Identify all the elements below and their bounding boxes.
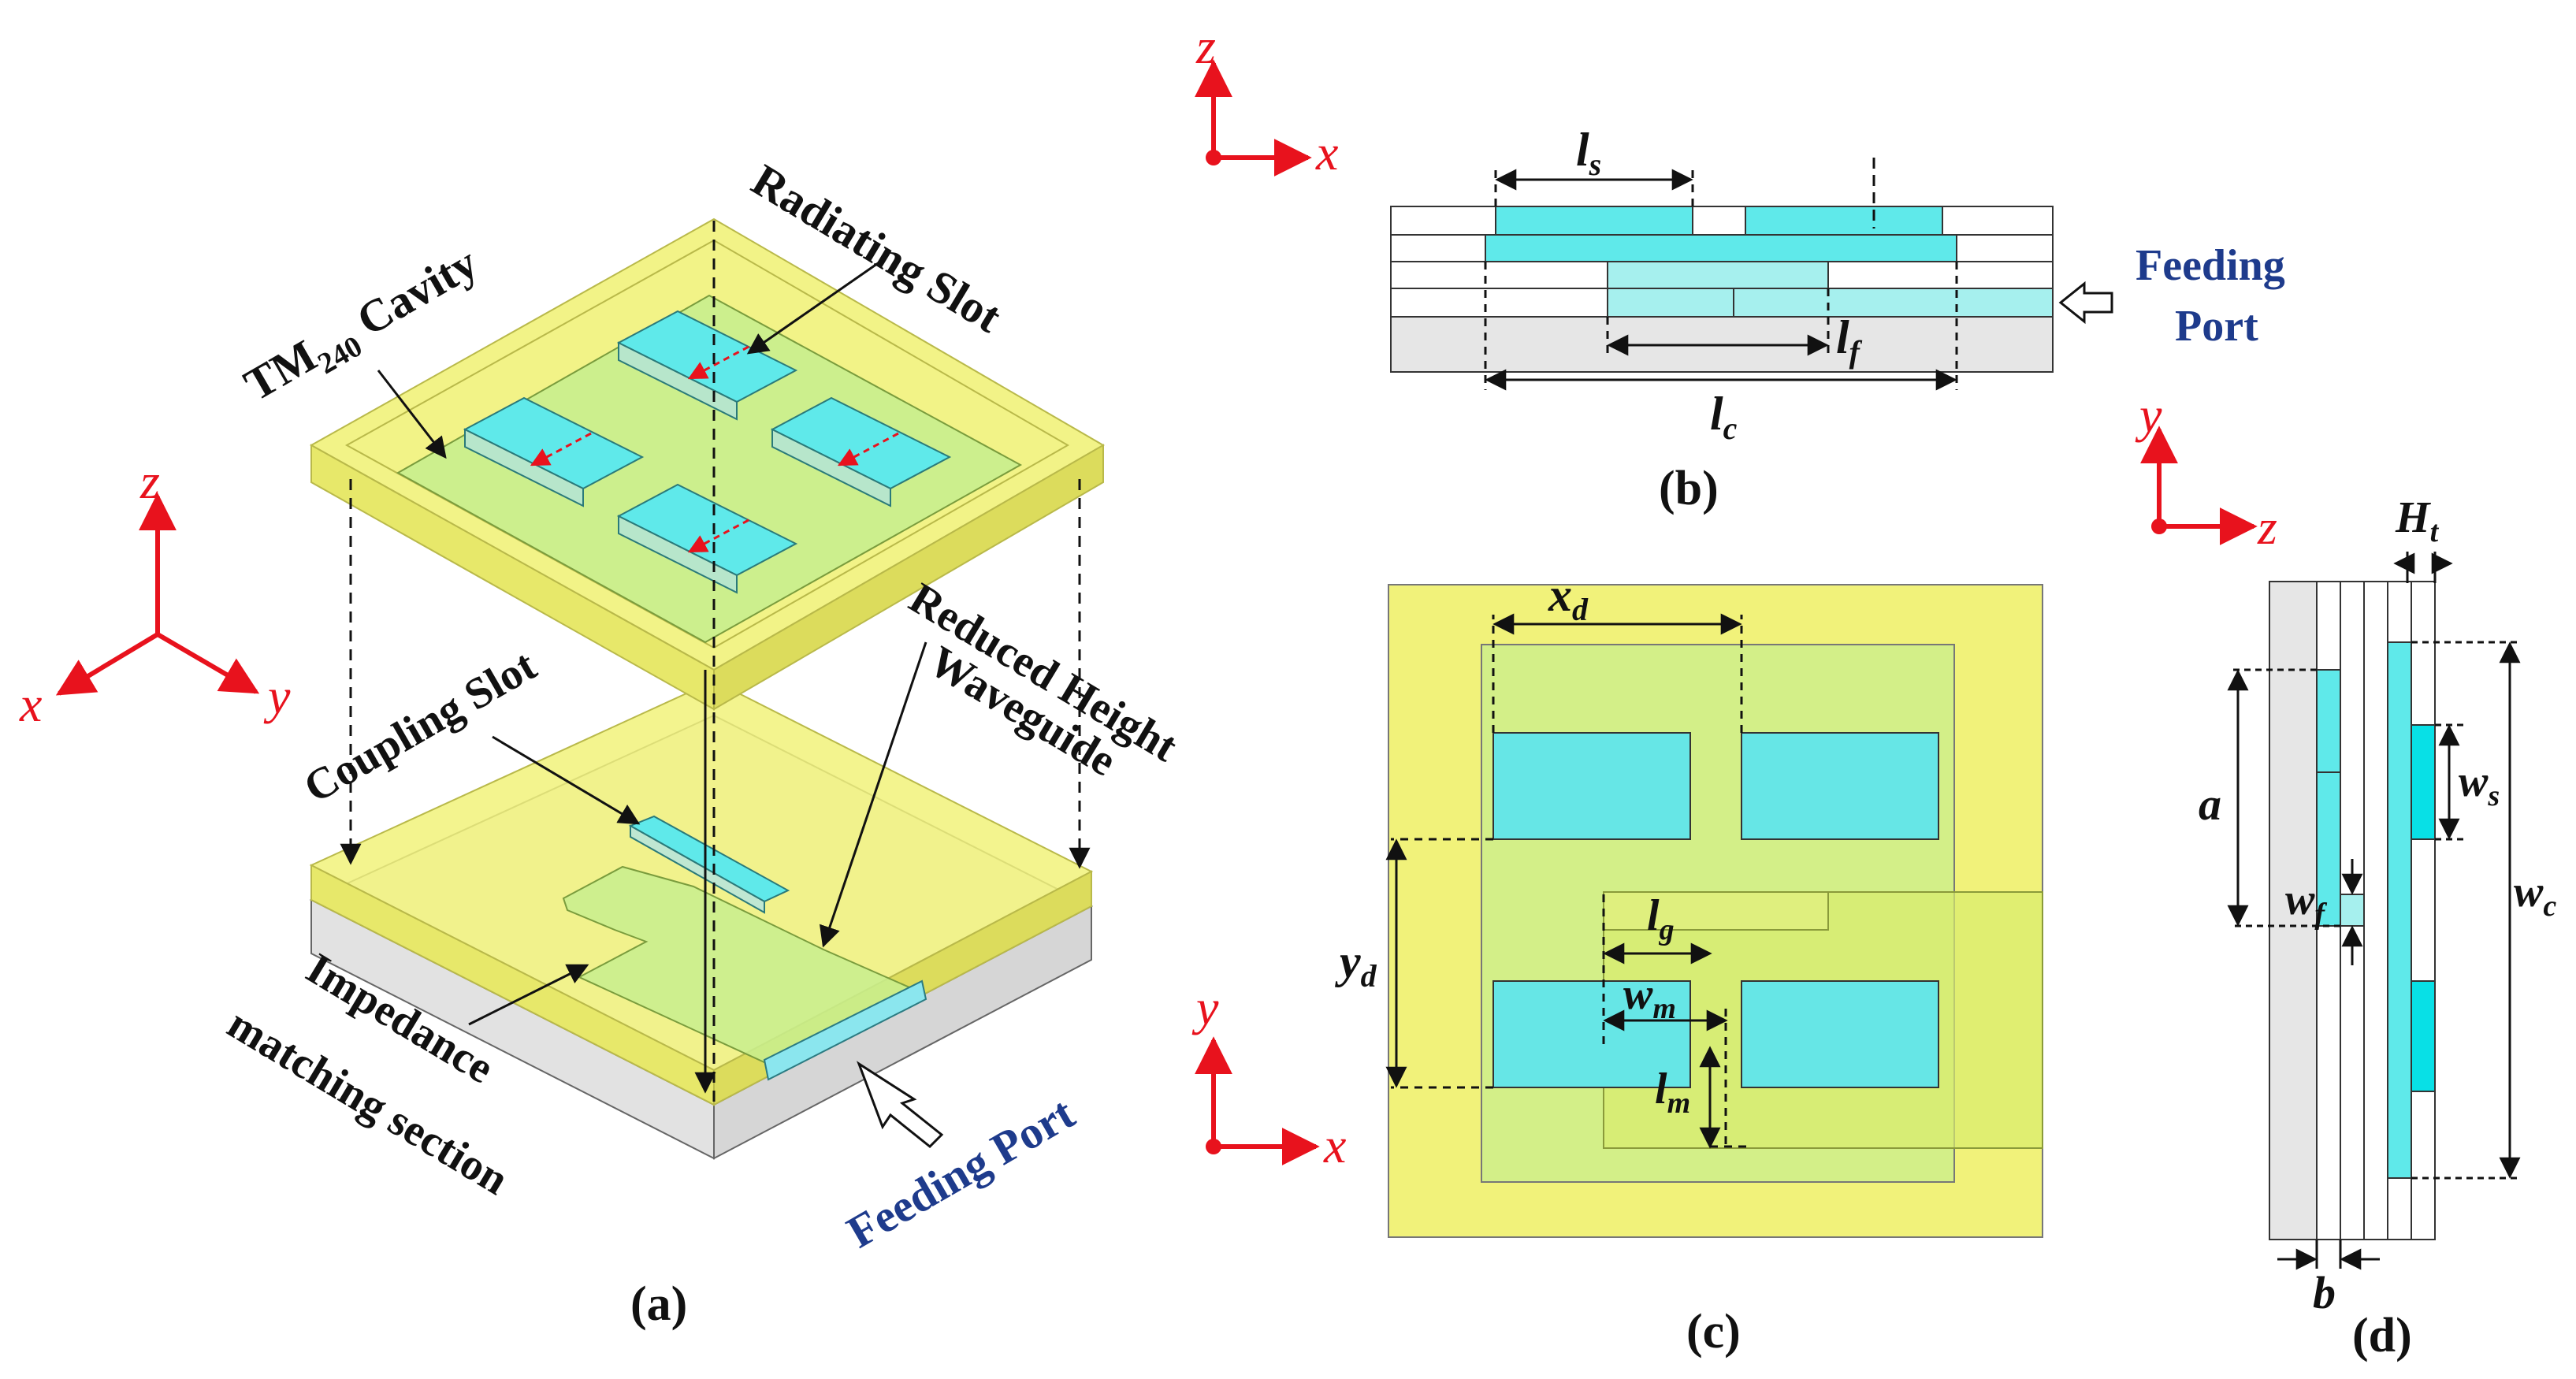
side-slot-2 — [2411, 980, 2436, 1092]
dim-ws: ws — [2459, 757, 2500, 812]
side-base — [2269, 581, 2318, 1240]
dim-Ht: Ht — [2395, 493, 2440, 548]
caption-a: (a) — [630, 1277, 687, 1331]
stack-layer-1 — [1390, 206, 2054, 236]
axes-b — [1195, 59, 1312, 177]
axis-b-z: z — [1195, 18, 1216, 74]
caption-b: (b) — [1659, 462, 1719, 515]
axis-a-z: z — [139, 453, 160, 509]
side-cavity — [1485, 234, 1957, 262]
axis-d-z: z — [2257, 499, 2277, 555]
side-layer-3 — [2363, 581, 2388, 1240]
dim-wm: wm — [1623, 970, 1676, 1025]
exploded-view-guides — [340, 221, 1091, 1103]
label-feeding-port-b-2: Port — [2175, 302, 2258, 351]
panel-a: Radiating Slot TM240 Cavity Coupling Slo… — [19, 154, 1186, 1331]
label-feeding-port: Feeding Port — [838, 1087, 1084, 1258]
top-view-slot-2 — [1741, 732, 1939, 840]
panel-d: y z — [2135, 387, 2556, 1362]
caption-d: (d) — [2352, 1309, 2412, 1362]
leader-arrows — [377, 258, 927, 1026]
side-radiating-slot-2 — [1745, 206, 1943, 236]
radiating-slots — [463, 310, 952, 594]
top-view-slot-4 — [1741, 980, 1939, 1088]
dim-lf: lf — [1836, 311, 1863, 370]
radiating-slot-1-side — [618, 341, 738, 421]
dim-wf: wf — [2285, 875, 2327, 931]
axes-d — [2140, 426, 2258, 545]
axis-b-x: x — [1315, 125, 1338, 180]
feeding-port-arrow-b — [2058, 281, 2113, 325]
side-cavity-strip — [2387, 641, 2412, 1179]
side-slot-1 — [2411, 724, 2436, 840]
coupling-slot-side — [630, 824, 765, 914]
top-view-coupling-slot — [1603, 891, 1829, 931]
side-radiating-slot-1 — [1495, 206, 1693, 236]
side-coupling — [1607, 261, 1829, 289]
top-view-slot-1 — [1492, 732, 1691, 840]
axis-c-x: x — [1323, 1117, 1346, 1173]
axes-c — [1195, 1036, 1320, 1165]
dim-lg: lg — [1647, 891, 1675, 946]
panel-b: z x ls lf lc Feeding — [1195, 18, 2285, 515]
dims-d — [2227, 552, 2522, 1270]
dim-ls: ls — [1576, 124, 1601, 182]
feeding-port-arrow — [857, 1061, 944, 1149]
dim-yd: yd — [1335, 935, 1377, 994]
side-waveguide-2 — [1733, 288, 2054, 318]
dim-lc: lc — [1710, 388, 1738, 446]
dims-c — [1385, 613, 1749, 1149]
side-layer-5 — [2411, 581, 2436, 1240]
caption-c: (c) — [1686, 1305, 1741, 1359]
radiating-slot-3-side — [771, 428, 891, 507]
radiating-slot-4-side — [618, 515, 738, 594]
axis-c-y: y — [1191, 979, 1219, 1035]
feeding-port-face — [763, 979, 927, 1081]
dim-lm: lm — [1655, 1065, 1690, 1120]
panel-c: xd yd lg wm lm y x (c) — [1191, 569, 2043, 1359]
axes-a — [55, 492, 260, 696]
dim-wc: wc — [2514, 868, 2556, 923]
radiating-slot-2-side — [464, 428, 584, 507]
tm240-cavity — [396, 294, 1023, 644]
axis-d-y: y — [2135, 387, 2162, 443]
dim-a: a — [2199, 779, 2221, 830]
axis-a-y: y — [263, 668, 291, 724]
side-coupling-strip — [2340, 894, 2365, 927]
axis-a-x: x — [19, 676, 42, 732]
dim-xd: xd — [1548, 569, 1589, 627]
dims-b — [1484, 158, 1958, 391]
dim-b: b — [2313, 1267, 2336, 1318]
top-view-slot-3 — [1492, 980, 1691, 1088]
side-waveguide-strip — [2316, 669, 2341, 927]
label-feeding-port-b-1: Feeding — [2136, 241, 2285, 290]
side-waveguide-1 — [1607, 288, 1734, 318]
